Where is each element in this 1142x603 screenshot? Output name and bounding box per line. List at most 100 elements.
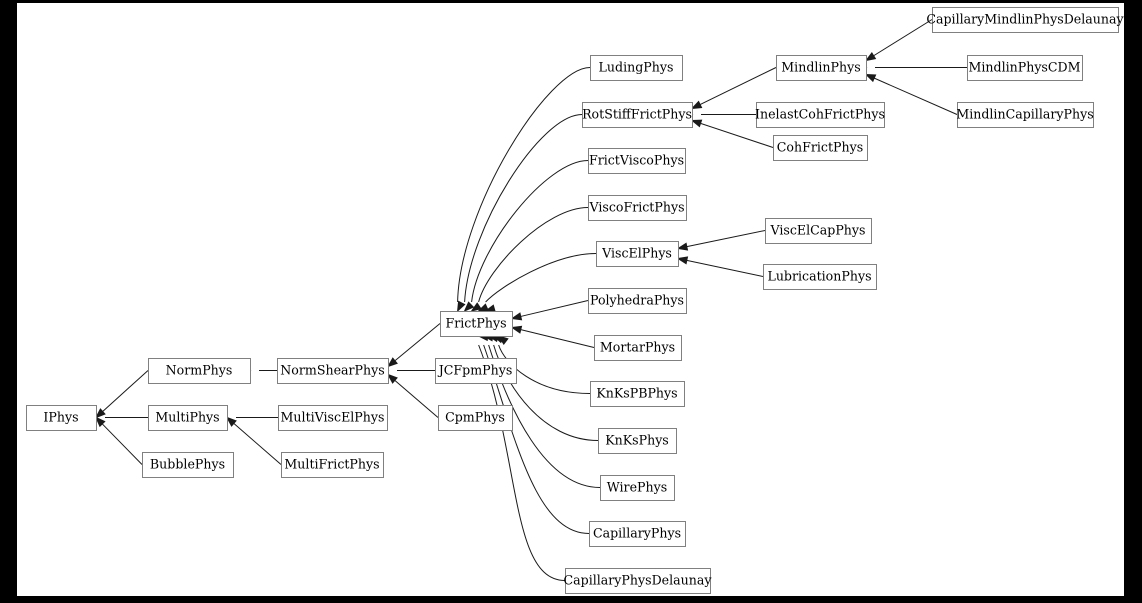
- edge-CohFrictPhys-RotStiffFrictPhys-arrowhead: [690, 119, 703, 128]
- node-label-MultiPhys: MultiPhys: [155, 410, 219, 425]
- edge-PolyhedraPhys-FrictPhys-arrowhead: [510, 312, 523, 321]
- node-label-MultiFrictPhys: MultiFrictPhys: [284, 457, 379, 472]
- node-WirePhys[interactable]: WirePhys: [600, 475, 675, 501]
- edge-BubblePhys-IPhys-arrowhead: [95, 416, 106, 428]
- node-label-ViscElPhys: ViscElPhys: [601, 246, 672, 261]
- edge-MortarPhys-FrictPhys-arrowhead: [510, 325, 523, 334]
- edge-RotStiffFrictPhys-FrictPhys-arrowhead: [463, 301, 475, 313]
- node-box-ViscElPhys: [596, 241, 679, 267]
- edge-ViscElPhys-FrictPhys: [485, 253, 597, 303]
- node-KnKsPBPhys[interactable]: KnKsPBPhys: [590, 381, 685, 407]
- edge-FrictPhys-NormShearPhys: [394, 323, 441, 362]
- diagram-frame: [17, 3, 1124, 596]
- node-box-MultiFrictPhys: [281, 452, 384, 478]
- node-label-CpmPhys: CpmPhys: [445, 410, 505, 425]
- node-label-NormPhys: NormPhys: [166, 363, 233, 378]
- node-FrictPhys[interactable]: FrictPhys: [440, 311, 513, 337]
- node-NormShearPhys[interactable]: NormShearPhys: [277, 358, 389, 384]
- edge-LubricationPhys-ViscElPhys: [686, 259, 764, 277]
- node-LudingPhys[interactable]: LudingPhys: [590, 55, 683, 81]
- node-label-MindlinPhysCDM: MindlinPhysCDM: [968, 60, 1080, 75]
- edge-NormPhys-IPhys: [102, 370, 149, 412]
- edge-ViscElCapPhys-ViscElPhys: [686, 230, 766, 248]
- node-JCFpmPhys[interactable]: JCFpmPhys: [435, 358, 517, 384]
- node-label-CapillaryPhys: CapillaryPhys: [593, 526, 681, 541]
- node-ViscElCapPhys[interactable]: ViscElCapPhys: [765, 218, 872, 244]
- node-box-NormShearPhys: [277, 358, 389, 384]
- node-label-MortarPhys: MortarPhys: [600, 340, 675, 355]
- node-label-LudingPhys: LudingPhys: [599, 60, 674, 75]
- node-CapillaryPhys[interactable]: CapillaryPhys: [589, 521, 686, 547]
- node-label-PolyhedraPhys: PolyhedraPhys: [590, 293, 684, 308]
- edge-RotStiffFrictPhys-FrictPhys: [464, 114, 583, 303]
- edge-LudingPhys-FrictPhys-arrowhead: [456, 300, 466, 313]
- node-MultiViscElPhys[interactable]: MultiViscElPhys: [278, 405, 388, 431]
- node-RotStiffFrictPhys[interactable]: RotStiffFrictPhys: [582, 102, 693, 128]
- node-MindlinPhysCDM[interactable]: MindlinPhysCDM: [967, 55, 1083, 81]
- node-label-KnKsPBPhys: KnKsPBPhys: [596, 386, 677, 401]
- node-label-ViscoFrictPhys: ViscoFrictPhys: [588, 200, 684, 215]
- node-label-ViscElCapPhys: ViscElCapPhys: [769, 223, 865, 238]
- node-box-FrictViscoPhys: [588, 148, 686, 174]
- edge-FrictPhys-NormShearPhys-arrowhead: [386, 357, 398, 368]
- node-label-WirePhys: WirePhys: [607, 480, 667, 495]
- node-box-MindlinCapillaryPhys: [957, 102, 1094, 128]
- edge-CapillaryMindlinPhysDelaunay-MindlinPhys: [873, 19, 933, 57]
- node-MultiFrictPhys[interactable]: MultiFrictPhys: [281, 452, 384, 478]
- edge-MultiFrictPhys-MultiPhys-arrowhead: [225, 416, 237, 427]
- node-box-ViscElCapPhys: [765, 218, 872, 244]
- node-MortarPhys[interactable]: MortarPhys: [594, 335, 682, 361]
- edge-LudingPhys-FrictPhys: [457, 67, 591, 303]
- node-label-InelastCohFrictPhys: InelastCohFrictPhys: [755, 107, 885, 122]
- node-box-NormPhys: [148, 358, 251, 384]
- node-box-LudingPhys: [590, 55, 683, 81]
- node-PolyhedraPhys[interactable]: PolyhedraPhys: [588, 288, 687, 314]
- node-CapillaryPhysDelaunay[interactable]: CapillaryPhysDelaunay: [563, 568, 712, 594]
- node-box-CapillaryPhysDelaunay: [565, 568, 711, 594]
- node-CohFrictPhys[interactable]: CohFrictPhys: [773, 135, 868, 161]
- node-box-MultiViscElPhys: [278, 405, 388, 431]
- node-LubricationPhys[interactable]: LubricationPhys: [763, 264, 877, 290]
- node-box-MindlinPhys: [776, 55, 867, 81]
- node-label-CapillaryMindlinPhysDelaunay: CapillaryMindlinPhysDelaunay: [926, 12, 1124, 27]
- node-box-MindlinPhysCDM: [967, 55, 1083, 81]
- node-ViscElPhys[interactable]: ViscElPhys: [596, 241, 679, 267]
- edge-MindlinCapillaryPhys-MindlinPhys-arrowhead: [864, 73, 877, 83]
- edge-ViscoFrictPhys-FrictPhys-arrowhead: [477, 303, 489, 312]
- node-box-MortarPhys: [594, 335, 682, 361]
- node-FrictViscoPhys[interactable]: FrictViscoPhys: [588, 148, 686, 174]
- node-ViscoFrictPhys[interactable]: ViscoFrictPhys: [588, 195, 687, 221]
- edge-CpmPhys-NormShearPhys-arrowhead: [386, 373, 398, 384]
- node-box-IPhys: [26, 405, 97, 431]
- edge-CapillaryPhysDelaunay-FrictPhys: [478, 344, 566, 581]
- node-InelastCohFrictPhys[interactable]: InelastCohFrictPhys: [755, 102, 885, 128]
- edge-CapillaryMindlinPhysDelaunay-MindlinPhys-arrowhead: [864, 51, 877, 62]
- node-label-CohFrictPhys: CohFrictPhys: [777, 140, 863, 155]
- node-label-FrictPhys: FrictPhys: [445, 316, 506, 331]
- node-CapillaryMindlinPhysDelaunay[interactable]: CapillaryMindlinPhysDelaunay: [926, 7, 1125, 33]
- edge-FrictViscoPhys-FrictPhys-arrowhead: [470, 302, 482, 312]
- node-label-LubricationPhys: LubricationPhys: [767, 269, 871, 284]
- node-IPhys[interactable]: IPhys: [26, 405, 97, 431]
- node-MultiPhys[interactable]: MultiPhys: [148, 405, 228, 431]
- node-MindlinPhys[interactable]: MindlinPhys: [776, 55, 867, 81]
- edge-MindlinPhys-RotStiffFrictPhys: [699, 67, 777, 106]
- node-box-KnKsPhys: [598, 428, 677, 454]
- node-box-CohFrictPhys: [773, 135, 868, 161]
- node-box-CpmPhys: [438, 405, 513, 431]
- node-NormPhys[interactable]: NormPhys: [148, 358, 251, 384]
- node-label-IPhys: IPhys: [43, 410, 78, 425]
- edge-BubblePhys-IPhys: [101, 423, 143, 465]
- node-box-ViscoFrictPhys: [588, 195, 687, 221]
- node-KnKsPhys[interactable]: KnKsPhys: [598, 428, 677, 454]
- node-BubblePhys[interactable]: BubblePhys: [142, 452, 234, 478]
- node-MindlinCapillaryPhys[interactable]: MindlinCapillaryPhys: [956, 102, 1094, 128]
- node-label-RotStiffFrictPhys: RotStiffFrictPhys: [582, 107, 692, 122]
- edge-MultiFrictPhys-MultiPhys: [233, 423, 282, 465]
- node-box-FrictPhys: [440, 311, 513, 337]
- node-CpmPhys[interactable]: CpmPhys: [438, 405, 513, 431]
- node-box-CapillaryPhys: [589, 521, 686, 547]
